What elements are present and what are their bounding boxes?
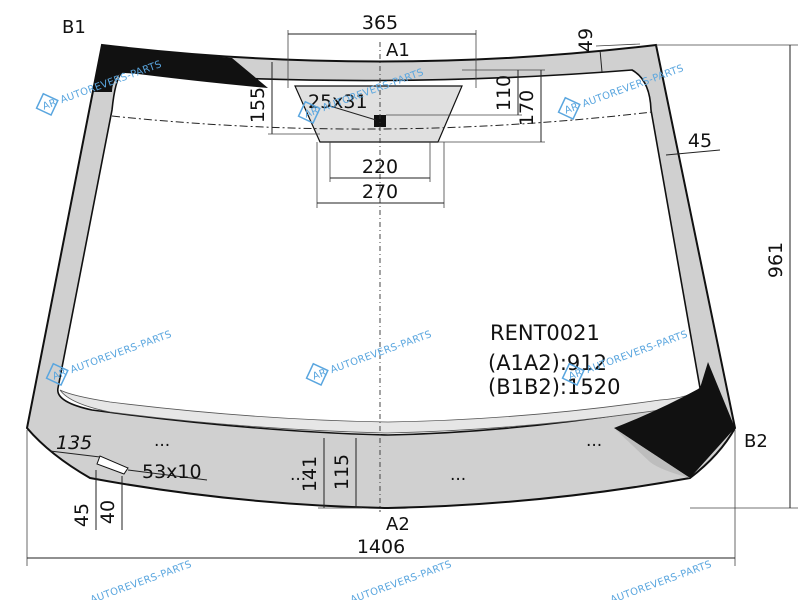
part-b1b2: (B1B2):1520 bbox=[488, 375, 620, 399]
dots-4: ... bbox=[450, 465, 466, 485]
dim-220-270: 220 270 bbox=[316, 142, 445, 208]
dots-1: ... bbox=[154, 431, 170, 451]
dim-49-label: 49 bbox=[575, 28, 597, 52]
watermark-text-9: AUTOREVERS-PARTS bbox=[609, 559, 713, 600]
dim-49: 49 bbox=[575, 28, 641, 73]
dim-slot: 53x10 bbox=[96, 455, 208, 483]
watermark-8: AUTOREVERS-PARTS bbox=[349, 559, 453, 600]
dim-270-label: 270 bbox=[362, 181, 398, 203]
dim-1406: 1406 bbox=[26, 430, 736, 566]
dim-155-label: 155 bbox=[247, 87, 269, 123]
part-a1a2: (A1A2):912 bbox=[488, 351, 607, 375]
dim-961: 961 bbox=[656, 44, 798, 509]
dim-110-label: 110 bbox=[493, 75, 515, 111]
dim-961-label: 961 bbox=[765, 242, 787, 278]
watermark-logo-4: AR bbox=[51, 367, 68, 382]
dim-45-left-label: 45 bbox=[71, 503, 93, 527]
dim-170-label: 170 bbox=[516, 90, 538, 126]
dim-141-115: 141 115 bbox=[299, 438, 362, 509]
watermark-logo-2: AR bbox=[303, 105, 320, 120]
sensor-square bbox=[374, 115, 386, 127]
dim-slot-label: 53x10 bbox=[142, 461, 202, 483]
dim-45-40-left: 45 40 bbox=[71, 470, 123, 530]
dim-110-170: 110 170 bbox=[386, 69, 545, 143]
dim-45-right: 45 bbox=[665, 130, 721, 156]
glass-area bbox=[57, 69, 701, 436]
dim-365-label: 365 bbox=[362, 12, 398, 34]
corner-label-b2: B2 bbox=[744, 431, 768, 452]
dim-sensor-label: 25x31 bbox=[308, 91, 368, 113]
dim-155: 155 bbox=[247, 62, 320, 135]
black-corner-top-left bbox=[92, 45, 268, 92]
dots-3: ... bbox=[290, 465, 306, 485]
dim-sensor: 25x31 bbox=[308, 91, 377, 121]
corner-label-b1: B1 bbox=[62, 17, 86, 38]
watermark-logo-5: AR bbox=[311, 367, 328, 382]
dim-220-label: 220 bbox=[362, 156, 398, 178]
dots-2: ... bbox=[586, 431, 602, 451]
grey-corner-bottom-right bbox=[614, 428, 690, 478]
dim-40-left-label: 40 bbox=[97, 500, 119, 524]
black-corner-bottom-right bbox=[614, 362, 735, 478]
watermark-logo-6: AR bbox=[567, 367, 584, 382]
slot-shape bbox=[96, 455, 129, 475]
dim-135: 135 bbox=[49, 432, 101, 458]
watermark-logo-3: AR bbox=[563, 101, 580, 116]
watermark-text-8: AUTOREVERS-PARTS bbox=[349, 559, 453, 600]
dim-141-label: 141 bbox=[299, 456, 321, 492]
corner-label-a1: A1 bbox=[386, 40, 410, 61]
watermark-text-7: AUTOREVERS-PARTS bbox=[89, 559, 193, 600]
dim-365: 365 bbox=[287, 12, 477, 88]
dim-115-label: 115 bbox=[331, 454, 353, 490]
watermark-7: AUTOREVERS-PARTS bbox=[89, 559, 193, 600]
dim-135-label: 135 bbox=[56, 432, 92, 454]
watermark-logo-1: AR bbox=[41, 97, 58, 112]
dim-1406-label: 1406 bbox=[357, 536, 405, 558]
corner-label-a2: A2 bbox=[386, 514, 410, 535]
dashdot-line bbox=[111, 111, 653, 130]
dim-45-right-label: 45 bbox=[688, 130, 712, 152]
part-code: RENT0021 bbox=[490, 321, 600, 345]
watermark-9: AUTOREVERS-PARTS bbox=[609, 559, 713, 600]
